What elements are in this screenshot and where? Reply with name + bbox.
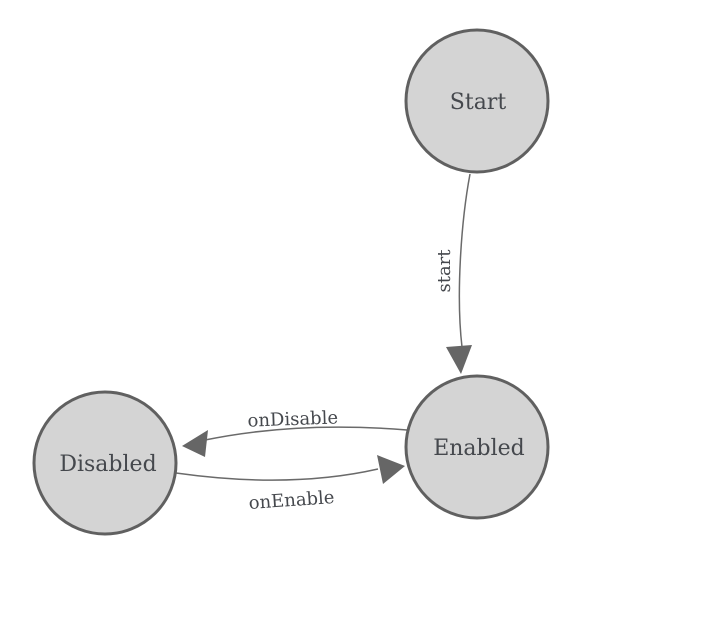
state-node-start[interactable]: Start xyxy=(404,28,550,174)
edge-line xyxy=(175,468,379,481)
state-node-enabled[interactable]: Enabled xyxy=(404,374,550,520)
edge-line xyxy=(204,426,408,441)
edge-line xyxy=(458,173,471,348)
edge-enabled-to-disabled: onDisable xyxy=(182,407,408,457)
arrowhead-down-icon xyxy=(446,345,472,374)
state-label: Enabled xyxy=(433,436,525,461)
state-node-disabled[interactable]: Disabled xyxy=(32,390,178,536)
edge-disabled-to-enabled: onEnable xyxy=(175,455,405,514)
edge-label-onenable: onEnable xyxy=(248,487,335,514)
edge-label-ondisable: onDisable xyxy=(247,407,338,431)
state-circle[interactable] xyxy=(32,390,178,536)
edge-start-to-enabled: start xyxy=(434,173,472,374)
state-label: Start xyxy=(450,90,507,115)
arrowhead-right-icon xyxy=(377,455,405,484)
state-circle[interactable] xyxy=(404,28,550,174)
edge-label-start: start xyxy=(434,249,455,293)
state-label: Disabled xyxy=(59,452,156,477)
state-circle[interactable] xyxy=(404,374,550,520)
arrowhead-left-icon xyxy=(182,430,208,457)
